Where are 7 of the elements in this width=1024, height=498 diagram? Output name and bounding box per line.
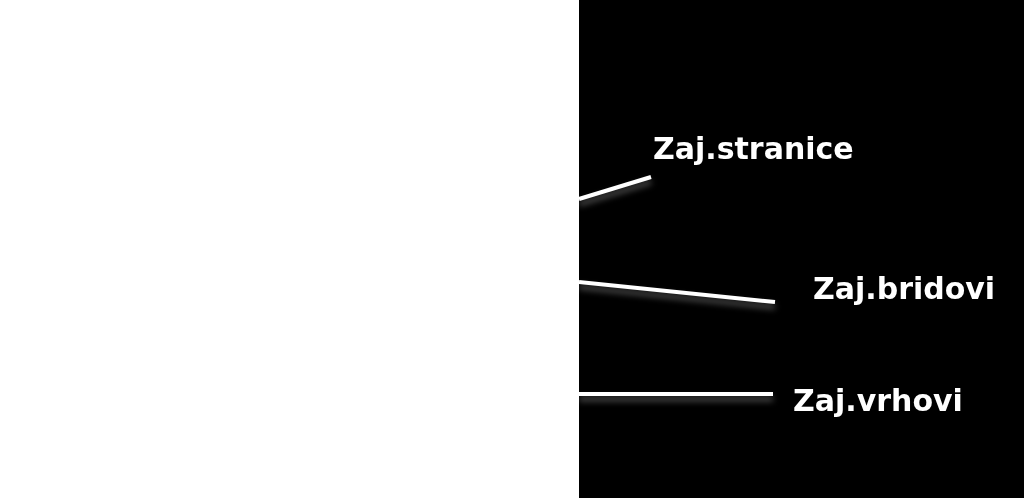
leader-line — [579, 392, 773, 396]
leader-line — [578, 280, 776, 304]
leader-line — [578, 175, 652, 201]
callout-label: Zaj.bridovi — [813, 271, 996, 307]
callout-label: Zaj.stranice — [653, 131, 854, 167]
callout-label: Zaj.vrhovi — [793, 383, 963, 419]
blank-panel — [0, 0, 579, 498]
